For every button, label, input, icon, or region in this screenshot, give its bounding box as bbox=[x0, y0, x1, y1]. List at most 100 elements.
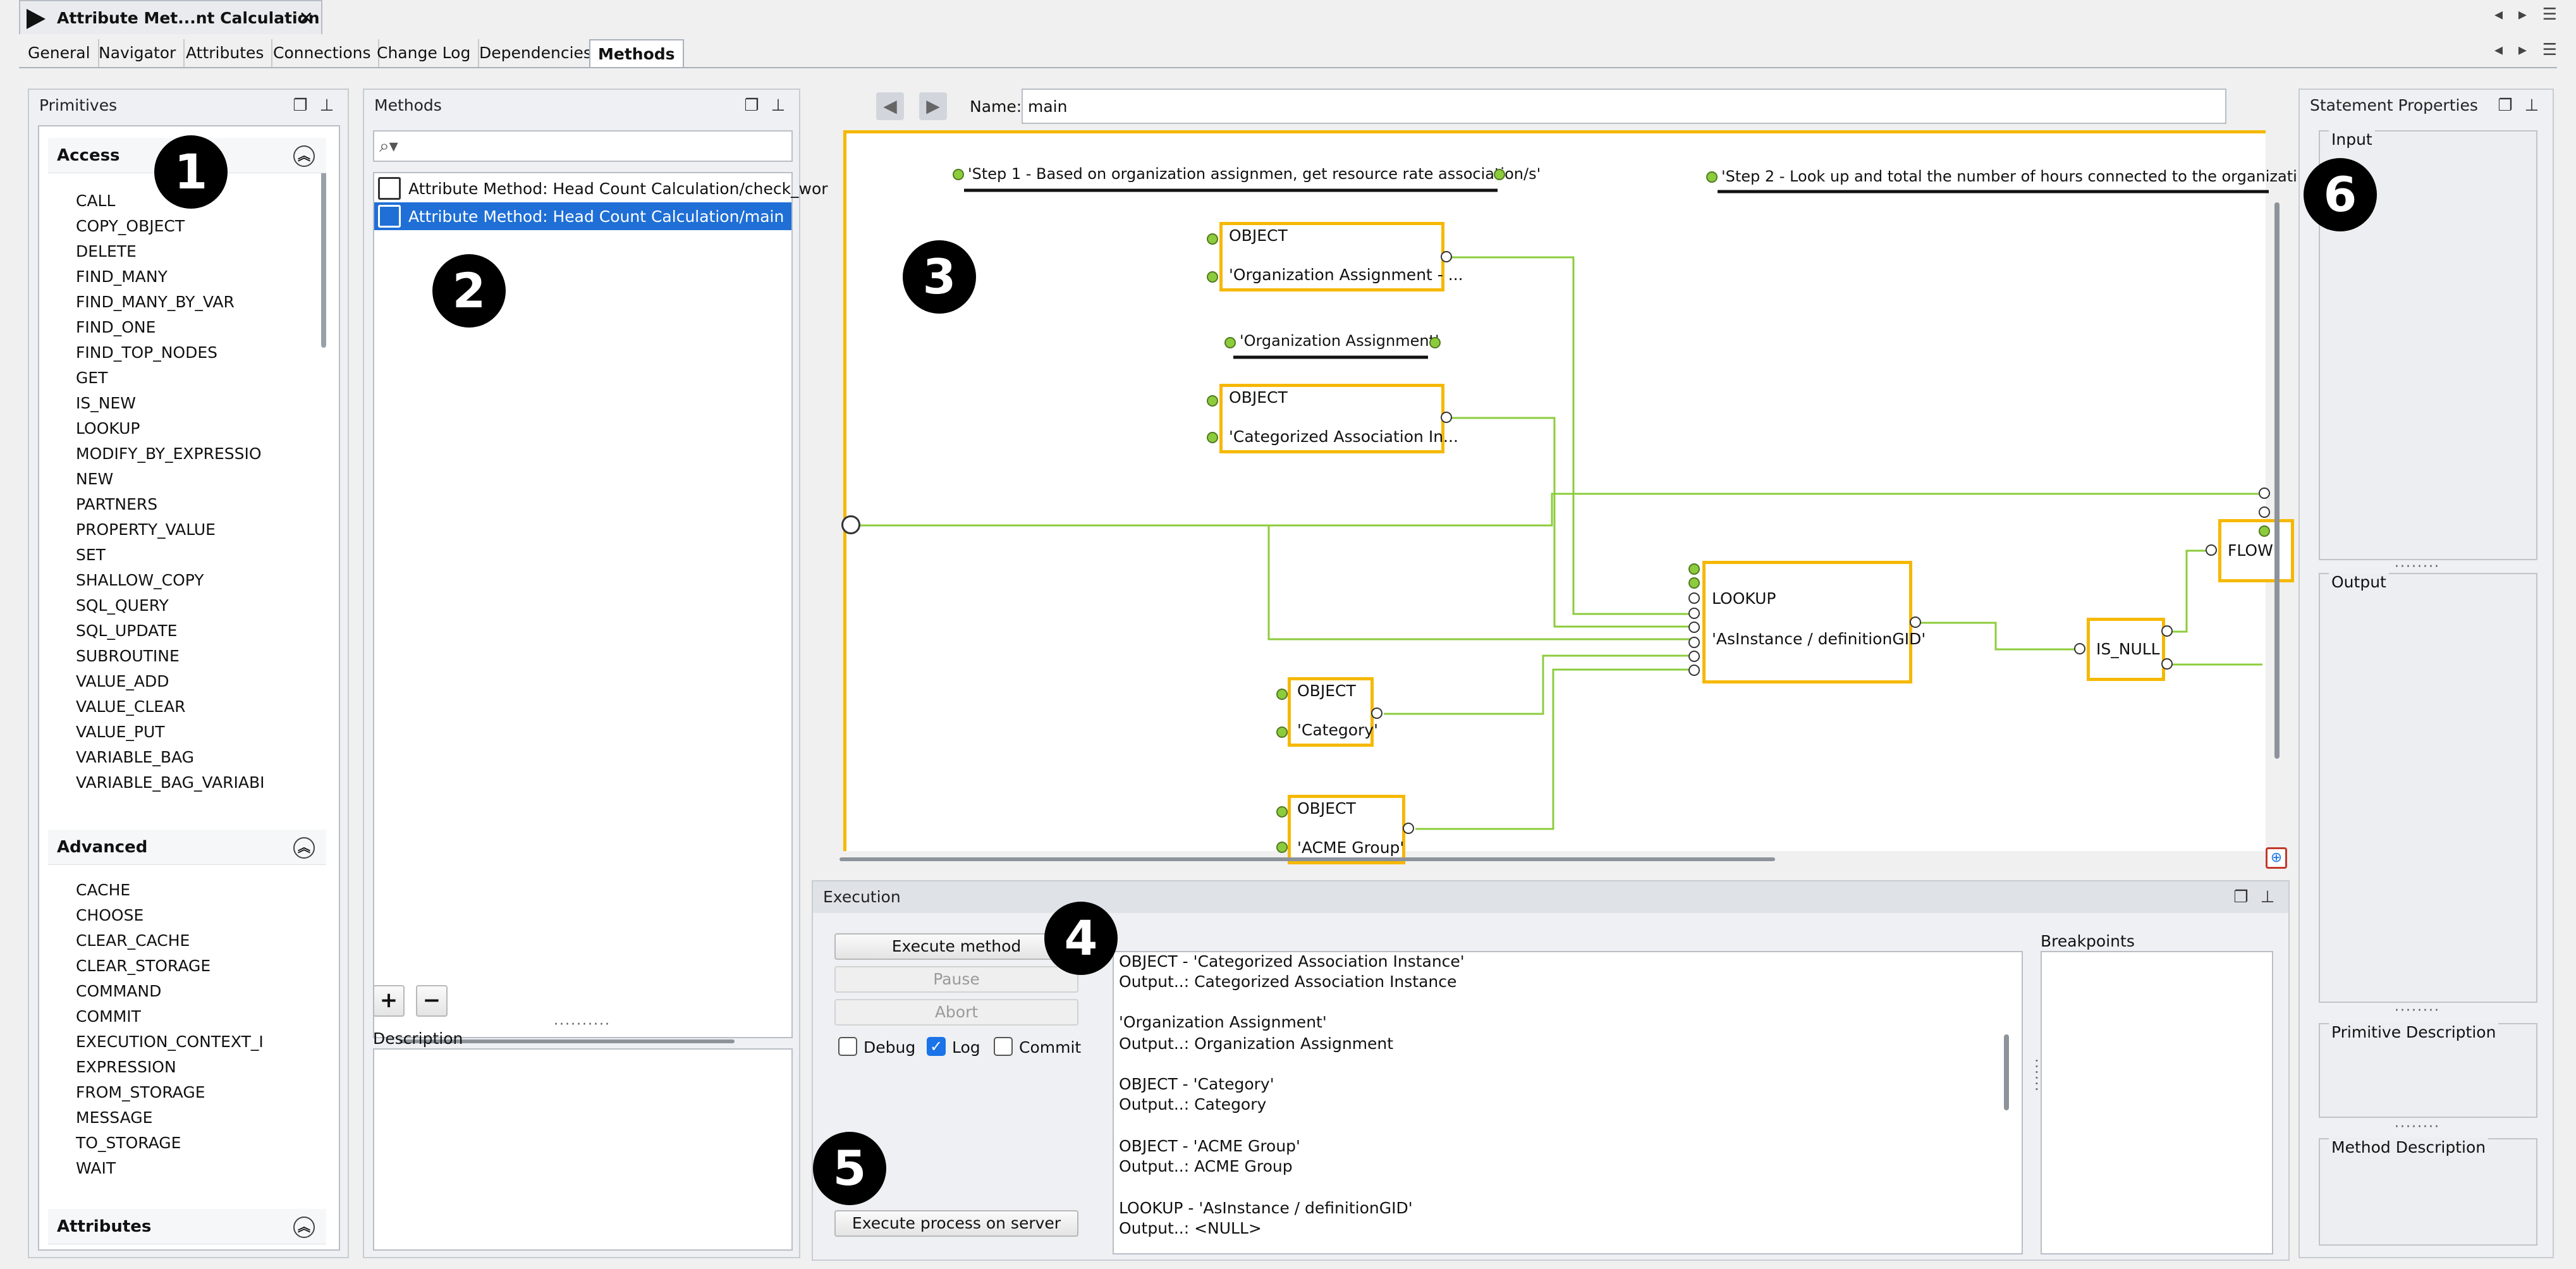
port[interactable] bbox=[1276, 842, 1288, 853]
methods-search-input[interactable]: ⌕▾ bbox=[373, 130, 793, 162]
port[interactable] bbox=[2074, 643, 2085, 654]
port[interactable] bbox=[1207, 432, 1218, 443]
port[interactable] bbox=[2259, 506, 2270, 518]
splitter-grip[interactable]: ········ bbox=[2395, 1003, 2440, 1019]
list-item[interactable]: SUBROUTINE bbox=[76, 647, 180, 665]
scroll-left-icon[interactable]: ◂ bbox=[2494, 40, 2503, 59]
pause-button[interactable]: Pause bbox=[834, 966, 1078, 993]
port[interactable] bbox=[1224, 337, 1236, 348]
remove-method-button[interactable]: − bbox=[416, 985, 448, 1017]
list-item[interactable]: PROPERTY_VALUE bbox=[76, 520, 216, 539]
list-item[interactable]: NEW bbox=[76, 470, 114, 488]
log-vscrollbar[interactable] bbox=[2004, 1034, 2009, 1110]
tab-attributes[interactable]: Attributes bbox=[178, 39, 273, 67]
list-icon[interactable]: ☰ bbox=[2542, 5, 2557, 24]
list-item[interactable]: FIND_MANY_BY_VAR bbox=[76, 293, 235, 311]
collapse-icon[interactable]: ︽ bbox=[293, 1217, 315, 1238]
list-item[interactable]: VALUE_PUT bbox=[76, 723, 165, 741]
scroll-right-icon[interactable]: ▸ bbox=[2518, 40, 2527, 59]
constant-node[interactable]: 'Organization Assignment' bbox=[1240, 332, 1439, 350]
list-item[interactable]: EXPRESSION bbox=[76, 1058, 176, 1076]
list-item[interactable]: VARIABLE_BAG_VARIABI bbox=[76, 773, 265, 792]
restore-icon[interactable]: ❐ bbox=[2233, 888, 2249, 907]
execute-method-button[interactable]: Execute method bbox=[834, 933, 1078, 960]
commit-checkbox[interactable] bbox=[994, 1037, 1013, 1056]
breakpoints-list[interactable] bbox=[2041, 951, 2273, 1254]
port[interactable] bbox=[1688, 622, 1700, 633]
canvas-vscrollbar[interactable] bbox=[2274, 202, 2280, 759]
list-icon[interactable]: ☰ bbox=[2542, 40, 2557, 59]
list-item[interactable]: WAIT bbox=[76, 1159, 116, 1177]
splitter-grip[interactable]: ········ bbox=[2395, 559, 2440, 575]
list-item[interactable]: CLEAR_STORAGE bbox=[76, 957, 211, 975]
list-item[interactable]: GET bbox=[76, 369, 108, 387]
list-item[interactable]: CALL bbox=[76, 192, 116, 210]
port[interactable] bbox=[1910, 616, 1921, 628]
port[interactable] bbox=[953, 169, 964, 180]
port[interactable] bbox=[2161, 625, 2173, 637]
is-null-node[interactable]: IS_NULL bbox=[2087, 618, 2165, 681]
scroll-left-icon[interactable]: ◂ bbox=[2494, 5, 2503, 24]
list-item[interactable]: VALUE_ADD bbox=[76, 672, 169, 690]
list-item[interactable]: SET bbox=[76, 546, 106, 564]
tab-change-log[interactable]: Change Log bbox=[369, 39, 480, 67]
list-item[interactable]: FROM_STORAGE bbox=[76, 1083, 205, 1101]
port[interactable] bbox=[1688, 608, 1700, 619]
methods-hscrollbar[interactable] bbox=[400, 1039, 735, 1043]
section-attributes[interactable]: Attributes ︽ bbox=[48, 1209, 326, 1244]
restore-icon[interactable]: ❐ bbox=[2498, 96, 2513, 115]
port[interactable] bbox=[1688, 651, 1700, 662]
tab-methods[interactable]: Methods bbox=[589, 39, 684, 67]
list-item[interactable]: SQL_QUERY bbox=[76, 596, 169, 615]
name-input[interactable]: main bbox=[1022, 89, 2226, 124]
list-item[interactable]: FIND_MANY bbox=[76, 267, 168, 286]
step-comment[interactable]: 'Step 2 - Look up and total the number o… bbox=[1721, 168, 2297, 185]
lookup-node[interactable]: LOOKUP 'AsInstance / definitionGID' bbox=[1702, 561, 1926, 684]
tab-dependencies[interactable]: Dependencies bbox=[472, 39, 601, 67]
list-item[interactable]: CACHE bbox=[76, 881, 131, 899]
document-tab[interactable]: Attribute Met...nt Calculation ✕ bbox=[19, 0, 322, 34]
list-item[interactable]: MODIFY_BY_EXPRESSIO bbox=[76, 444, 262, 463]
port[interactable] bbox=[1276, 689, 1288, 700]
list-item[interactable]: SHALLOW_COPY bbox=[76, 571, 204, 589]
port[interactable] bbox=[1688, 592, 1700, 604]
scroll-right-icon[interactable]: ▸ bbox=[2518, 5, 2527, 24]
object-node[interactable]: OBJECT 'Categorized Association In... bbox=[1219, 384, 1458, 453]
forward-arrow-icon[interactable]: ▶ bbox=[919, 92, 947, 120]
port[interactable] bbox=[1276, 806, 1288, 818]
splitter-grip[interactable]: ········ bbox=[2395, 1119, 2440, 1135]
list-item[interactable]: FIND_ONE bbox=[76, 318, 156, 336]
port[interactable] bbox=[1688, 665, 1700, 676]
list-item[interactable]: COPY_OBJECT bbox=[76, 217, 185, 235]
section-advanced[interactable]: Advanced ︽ bbox=[48, 830, 326, 865]
list-item[interactable]: COMMAND bbox=[76, 982, 162, 1000]
canvas-hscrollbar[interactable] bbox=[839, 857, 1775, 861]
primitives-scrollbar[interactable] bbox=[321, 152, 326, 348]
start-port[interactable] bbox=[841, 515, 860, 534]
port[interactable] bbox=[2206, 544, 2217, 556]
port[interactable] bbox=[1441, 251, 1452, 262]
splitter-grip[interactable]: ·········· bbox=[554, 1017, 611, 1033]
log-checkbox[interactable]: ✓ bbox=[927, 1037, 946, 1056]
debug-checkbox[interactable] bbox=[838, 1037, 857, 1056]
list-item[interactable]: LOOKUP bbox=[76, 419, 140, 438]
list-item[interactable]: DELETE bbox=[76, 242, 137, 261]
list-item[interactable]: COMMIT bbox=[76, 1007, 141, 1026]
zoom-icon[interactable]: ⊕ bbox=[2266, 847, 2287, 869]
port[interactable] bbox=[1441, 412, 1452, 423]
list-item[interactable]: MESSAGE bbox=[76, 1108, 153, 1127]
list-item[interactable]: Attribute Method: Head Count Calculation… bbox=[374, 202, 791, 230]
abort-button[interactable]: Abort bbox=[834, 999, 1078, 1026]
list-item[interactable]: CHOOSE bbox=[76, 906, 144, 924]
port[interactable] bbox=[1429, 337, 1441, 348]
port[interactable] bbox=[1403, 823, 1414, 834]
port[interactable] bbox=[1207, 271, 1218, 283]
port[interactable] bbox=[1688, 577, 1700, 589]
tab-navigator[interactable]: Navigator bbox=[91, 39, 185, 67]
port[interactable] bbox=[2259, 525, 2270, 537]
pin-icon[interactable]: ⊥ bbox=[771, 96, 786, 115]
pin-icon[interactable]: ⊥ bbox=[2524, 96, 2539, 115]
port[interactable] bbox=[1276, 726, 1288, 738]
list-item[interactable]: Attribute Method: Head Count Calculation… bbox=[374, 175, 828, 202]
object-node[interactable]: OBJECT 'Organization Assignment - ... bbox=[1219, 222, 1463, 291]
